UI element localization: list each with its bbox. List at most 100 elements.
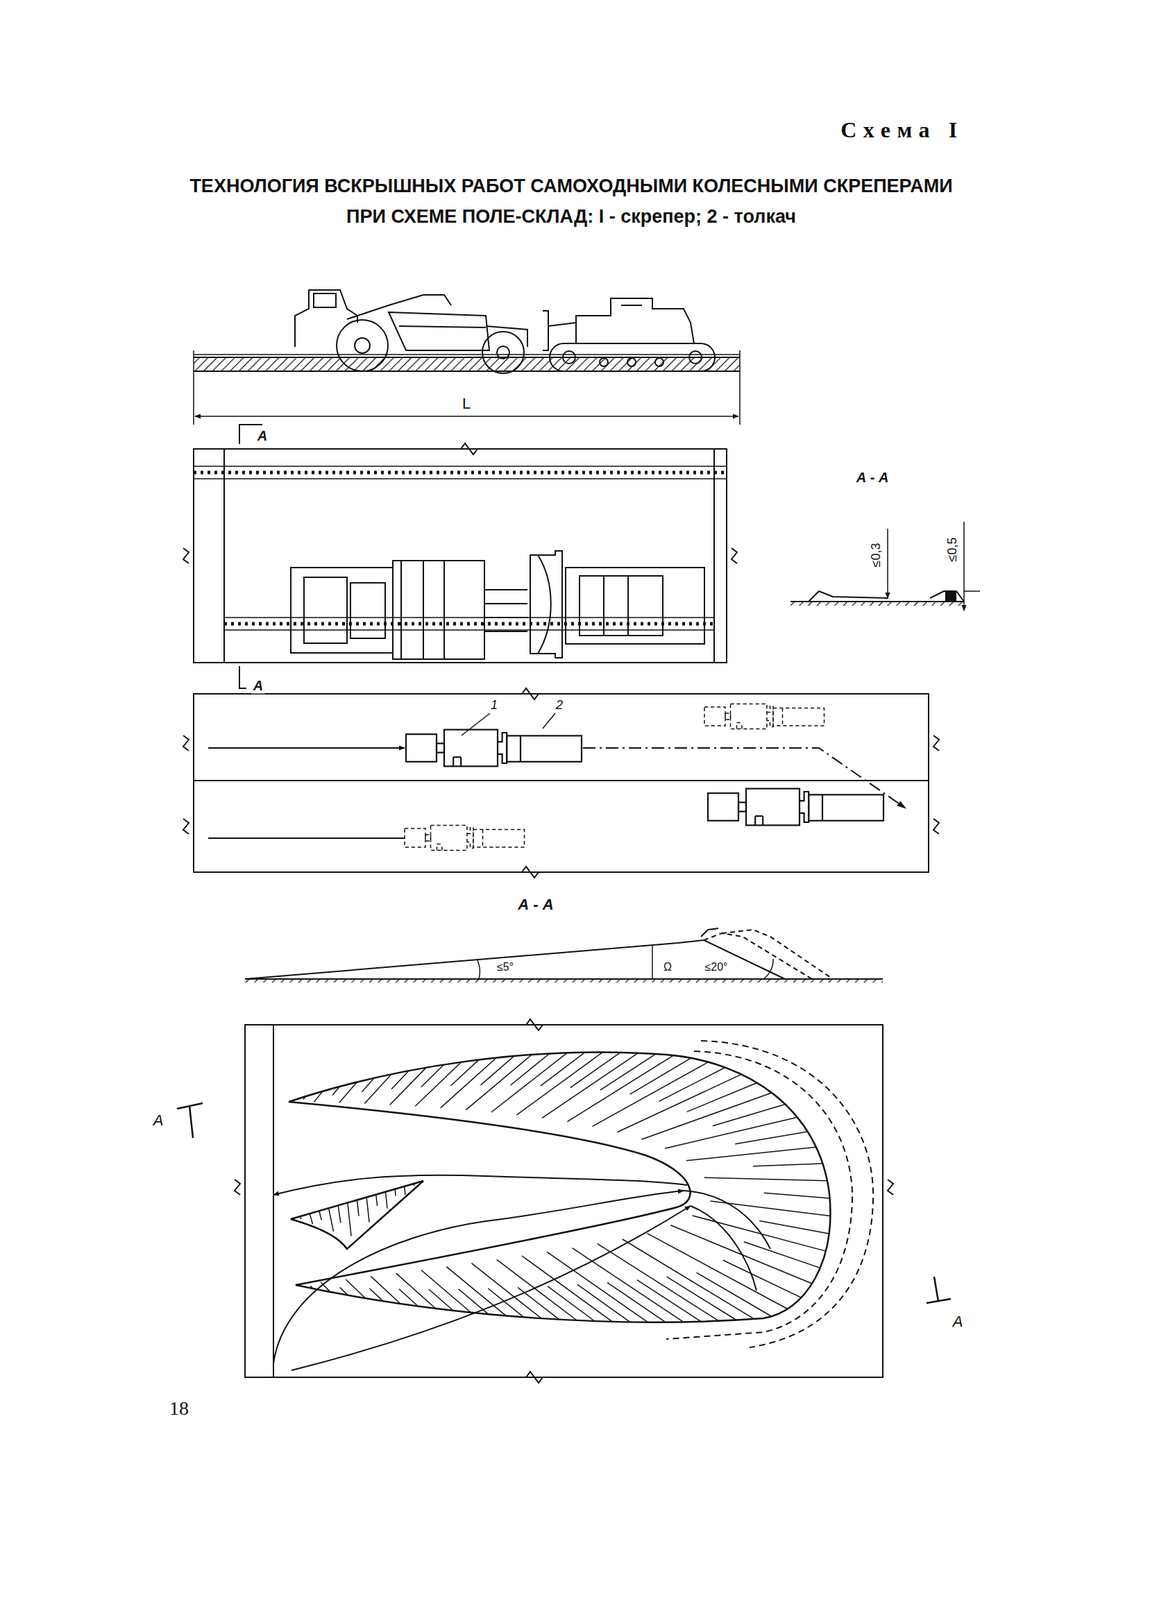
dump-plan-part-part xyxy=(357,1200,360,1217)
dump-plan-part-part xyxy=(339,1082,357,1104)
dump-plan-part-part xyxy=(487,1288,524,1318)
plan-view-part xyxy=(224,622,715,627)
side-view-part xyxy=(193,357,740,372)
motion-plan-part xyxy=(542,713,556,729)
dump-plan-part-part xyxy=(496,1259,577,1321)
dump-plan-part-part xyxy=(347,1202,352,1237)
plan-view-part xyxy=(183,548,189,564)
dump-plan-part xyxy=(234,1179,241,1196)
plan-view-part xyxy=(422,560,425,660)
dump-plan-part-part xyxy=(607,1282,666,1323)
plan-view-part xyxy=(401,560,485,660)
side-view-part xyxy=(548,322,577,327)
dump-plan-part-part xyxy=(391,1070,409,1089)
side-view-part xyxy=(576,298,695,344)
dimension-label: ≤0,5 xyxy=(945,535,960,565)
dimension-label: ≤0,3 xyxy=(868,541,884,570)
section-mark: А xyxy=(255,428,270,445)
plan-view xyxy=(183,424,738,689)
plan-view-part xyxy=(731,548,738,564)
dump-plan-part-part xyxy=(440,1057,497,1108)
dump-plan-part-part xyxy=(364,1074,392,1104)
dump-plan-part-part xyxy=(345,1279,366,1299)
dump-plan-part-part xyxy=(361,1078,375,1093)
dump-plan-part-part xyxy=(692,1215,826,1252)
dump-plan-part-part xyxy=(517,1288,559,1321)
dimension-label: L xyxy=(460,394,473,413)
side-view-part xyxy=(388,312,490,351)
title: ТЕХНОЛОГИЯ ВСКРЫШНЫХ РАБОТ САМОХОДНЫМИ К… xyxy=(182,170,960,232)
cross-section-part xyxy=(790,601,965,606)
side-view-part xyxy=(347,294,452,320)
motion-plan-part xyxy=(933,735,940,751)
side-view-part xyxy=(336,319,388,372)
dump-plan-part-part xyxy=(753,1163,823,1167)
side-view-part xyxy=(655,358,664,367)
motion-plan-part xyxy=(183,818,189,835)
dump-plan-part xyxy=(273,1190,684,1364)
dump-plan-part-part xyxy=(764,1193,831,1199)
profile-section-part xyxy=(651,945,654,980)
dump-plan-part-part xyxy=(616,1074,742,1132)
cross-section xyxy=(790,521,980,611)
plan-view-part xyxy=(603,576,605,636)
dump-plan-part-part xyxy=(465,1054,532,1111)
side-view-part xyxy=(195,415,739,418)
dump-plan-part-part xyxy=(696,1272,772,1317)
plan-view-part xyxy=(239,666,247,689)
dump-plan-part xyxy=(683,1190,771,1250)
dump-plan-part xyxy=(666,1051,853,1340)
dump-plan-part-part xyxy=(664,1117,798,1149)
plan-view-part xyxy=(484,616,528,619)
dump-plan-part xyxy=(934,1277,939,1302)
dump-plan-part-part xyxy=(319,1211,322,1221)
dump-plan-part-part xyxy=(310,1286,314,1289)
dump-plan-part-part xyxy=(371,1277,401,1305)
motion-plan xyxy=(183,688,940,878)
dump-plan-part-part xyxy=(421,1270,471,1313)
motion-plan-part xyxy=(707,789,884,826)
dump-plan-part-part xyxy=(510,1053,550,1086)
plan-view-part xyxy=(224,617,715,631)
plan-view-part xyxy=(579,576,663,636)
dump-plan-part xyxy=(526,1019,543,1031)
motion-plan-part xyxy=(193,694,929,873)
dump-plan-part-part xyxy=(328,1208,334,1232)
plan-view-part xyxy=(460,443,478,455)
dump-plan-part-part xyxy=(415,1062,461,1107)
dump-plan-part-part xyxy=(369,1288,383,1302)
section-title: А - А xyxy=(515,895,556,914)
motion-plan-part xyxy=(193,780,929,782)
side-view-part xyxy=(485,326,528,348)
dump-plan-part-part xyxy=(300,1216,302,1220)
side-view-part xyxy=(354,337,370,354)
dump-plan-part-part xyxy=(670,1225,813,1284)
dump-plan-part-part xyxy=(340,1287,349,1296)
side-view-part xyxy=(562,351,576,364)
cross-section-part xyxy=(963,521,965,611)
dump-plan-part xyxy=(288,1102,691,1286)
dump-plan-part-part xyxy=(320,1282,331,1293)
motion-plan-part xyxy=(183,735,189,751)
motion-plan-part xyxy=(208,747,405,749)
side-view xyxy=(193,290,740,425)
dump-plan-part-part xyxy=(413,1184,416,1187)
dump-plan-part xyxy=(887,1179,894,1196)
plan-view-part xyxy=(193,449,727,663)
dump-plan-part xyxy=(244,1025,883,1378)
dump-plan-part-part xyxy=(637,1280,701,1323)
plan-view-part xyxy=(627,576,629,636)
dump-plan-part-part xyxy=(567,1055,674,1123)
dump-plan-part-part xyxy=(704,1177,828,1182)
side-view-part xyxy=(739,350,741,425)
dump-plan-part-part xyxy=(734,1131,808,1145)
motion-plan-part xyxy=(406,730,582,767)
dump-plan-part-part xyxy=(394,1189,396,1197)
dump-plan-part-part xyxy=(390,1068,427,1106)
dump-plan-part xyxy=(272,1025,275,1378)
side-view-part xyxy=(542,310,549,351)
profile-section-part xyxy=(721,929,833,980)
cross-section-part xyxy=(929,591,965,602)
dump-plan-part xyxy=(526,1372,543,1384)
cross-section-part xyxy=(945,591,957,602)
